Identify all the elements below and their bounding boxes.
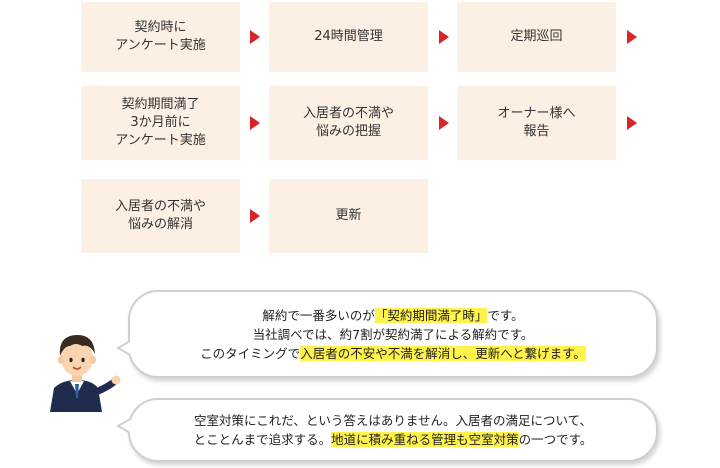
flow-step-renewal: 更新	[269, 179, 428, 253]
flow-step-survey-before-expiry: 契約期間満了 3か月前に アンケート実施	[81, 86, 240, 160]
flow-arrow-icon	[250, 209, 260, 223]
bubble-line: 空室対策にこれだ、という答えはありません。入居者の満足について、	[130, 411, 656, 430]
flow-step-report-owner: オーナー様へ 報告	[457, 86, 616, 160]
bubble-text: 当社調べでは、約7割が契約満了による解約です。	[252, 326, 534, 342]
bubble-text: とことんまで追求する。	[193, 432, 332, 447]
highlight-text: 入居者の不安や不満を解消し、更新へと繋げます。	[300, 345, 586, 361]
staff-person-icon	[50, 334, 121, 412]
bubble-text: 空室対策にこれだ、という答えはありません。入居者の満足について、	[193, 413, 592, 428]
highlight-text: 地道に積み重ねる管理も空室対策	[331, 432, 519, 447]
flow-step-regular-patrol: 定期巡回	[457, 2, 616, 72]
flow-arrow-icon	[439, 30, 449, 44]
flow-arrow-icon	[627, 30, 637, 44]
flow-step-grasp-complaints: 入居者の不満や 悩みの把握	[269, 86, 428, 160]
bubble-line: とことんまで追求する。地道に積み重ねる管理も空室対策の一つです。	[130, 430, 656, 449]
flow-arrow-icon	[250, 116, 260, 130]
bubble-tail-inner	[120, 419, 132, 433]
bubble-text: です。	[487, 307, 524, 323]
highlight-text: 「契約期間満了時」	[374, 307, 488, 323]
speech-bubble-vacancy-measures: 空室対策にこれだ、という答えはありません。入居者の満足について、 とことんまで追…	[116, 398, 658, 462]
flow-step-resolve-complaints: 入居者の不満や 悩みの解消	[81, 179, 240, 253]
bubble-text: 解約で一番多いのが	[262, 307, 375, 323]
flow-arrow-icon	[250, 30, 260, 44]
bubble-text: このタイミングで	[200, 345, 301, 361]
bubble-text: の一つです。	[518, 432, 593, 447]
bubble-line: 当社調べでは、約7割が契約満了による解約です。	[130, 325, 656, 344]
speech-bubble-contract-expiry: 解約で一番多いのが「契約期間満了時」です。 当社調べでは、約7割が契約満了による…	[116, 290, 658, 378]
flow-step-24h-management: 24時間管理	[269, 2, 428, 72]
bubble-line: このタイミングで入居者の不安や不満を解消し、更新へと繋げます。	[130, 344, 656, 363]
bubble-tail-inner	[120, 341, 132, 355]
bubble-line: 解約で一番多いのが「契約期間満了時」です。	[130, 306, 656, 325]
flow-arrow-icon	[439, 116, 449, 130]
flow-arrow-icon	[627, 116, 637, 130]
flow-step-survey-at-contract: 契約時に アンケート実施	[81, 2, 240, 72]
